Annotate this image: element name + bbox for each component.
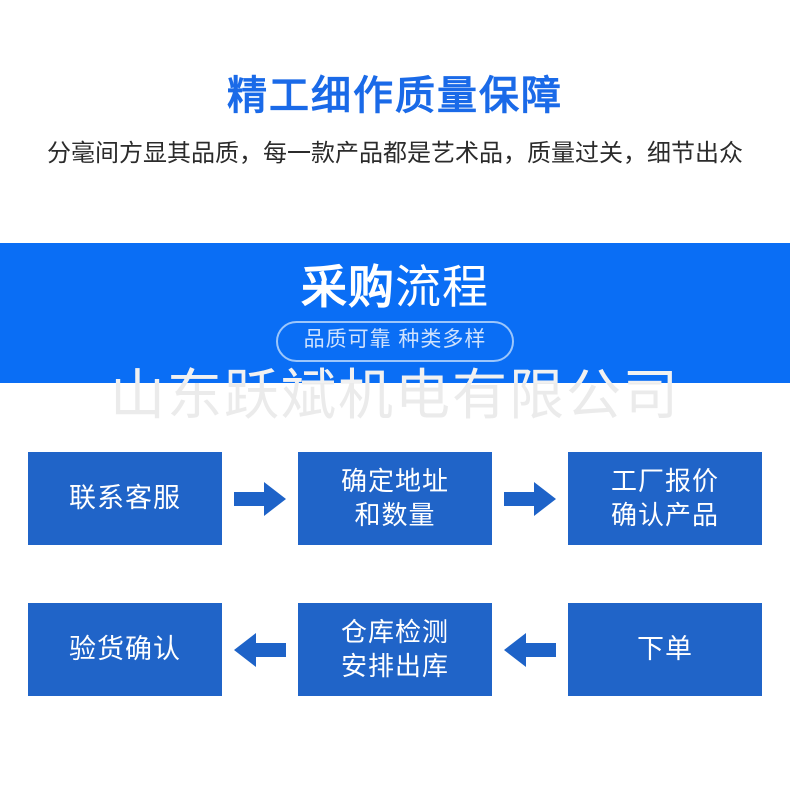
- arrow-left-icon-1: [222, 630, 298, 670]
- flow-step-label: 联系客服: [69, 481, 181, 516]
- flow-step-label: 确定地址 和数量: [341, 465, 449, 532]
- purchase-flow-diagram: 联系客服 确定地址 和数量 工厂报价 确认产品: [0, 452, 790, 696]
- banner-badge: 品质可靠 种类多样: [275, 321, 515, 362]
- arrow-left-icon-2: [492, 630, 568, 670]
- flow-step-label: 验货确认: [69, 632, 181, 667]
- page-header: 精工细作质量保障 分毫间方显其品质，每一款产品都是艺术品，质量过关，细节出众: [0, 0, 790, 169]
- page-title: 精工细作质量保障: [227, 74, 563, 118]
- banner-title: 采购流程: [0, 243, 790, 311]
- flow-row-1: 联系客服 确定地址 和数量 工厂报价 确认产品: [0, 452, 790, 545]
- flow-step-warehouse-inspection-shipping[interactable]: 仓库检测 安排出库: [298, 603, 492, 696]
- watermark-overlay-clip: 山东跃斌机电有限公司: [0, 368, 790, 383]
- watermark-text-on-banner: 山东跃斌机电有限公司: [0, 368, 790, 383]
- flow-step-line1: 验货确认: [69, 634, 181, 665]
- flow-step-label: 仓库检测 安排出库: [341, 616, 449, 683]
- banner-title-strong: 采购: [301, 261, 395, 313]
- arrow-right-icon-2: [492, 479, 568, 519]
- flow-step-confirm-address-quantity[interactable]: 确定地址 和数量: [298, 452, 492, 545]
- flow-step-inspect-confirm[interactable]: 验货确认: [28, 603, 222, 696]
- flow-step-line1: 联系客服: [69, 483, 181, 514]
- flow-step-line1: 工厂报价: [610, 466, 719, 497]
- purchase-process-banner: 采购流程 品质可靠 种类多样: [0, 243, 790, 383]
- flow-step-label: 工厂报价 确认产品: [611, 465, 719, 532]
- flow-row-2: 验货确认 仓库检测 安排出库 下单: [0, 603, 790, 696]
- flow-step-place-order[interactable]: 下单: [568, 603, 762, 696]
- flow-step-label: 下单: [637, 632, 693, 667]
- flow-step-contact-service[interactable]: 联系客服: [28, 452, 222, 545]
- flow-step-line2: 确认产品: [610, 499, 719, 530]
- banner-title-light: 流程: [395, 261, 489, 313]
- flow-step-line1: 仓库检测: [340, 617, 449, 648]
- flow-step-factory-quote-confirm-product[interactable]: 工厂报价 确认产品: [568, 452, 762, 545]
- flow-step-line2: 和数量: [354, 499, 436, 530]
- flow-step-line2: 安排出库: [340, 650, 449, 681]
- flow-step-line1: 确定地址: [340, 466, 449, 497]
- flow-step-line1: 下单: [637, 634, 693, 665]
- page-subtitle: 分毫间方显其品质，每一款产品都是艺术品，质量过关，细节出众: [47, 140, 743, 167]
- arrow-right-icon-1: [222, 479, 298, 519]
